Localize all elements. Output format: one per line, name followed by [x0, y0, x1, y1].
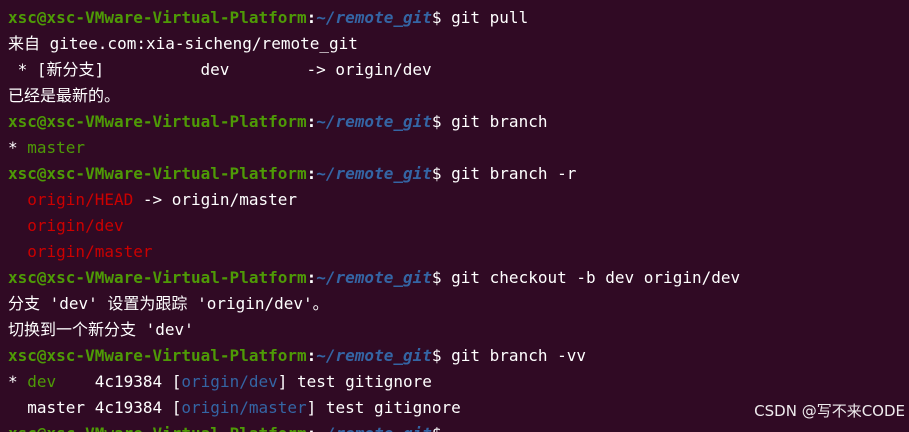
output-text: 来自 gitee.com:xia-sicheng/remote_git: [8, 34, 358, 53]
prompt-path: ~/remote_git: [316, 112, 432, 131]
prompt-colon: :: [306, 164, 317, 183]
output-text: ] test gitignore: [277, 372, 432, 391]
prompt-path: ~/remote_git: [316, 346, 432, 365]
output-text: origin/dev: [181, 372, 278, 391]
terminal-output: xsc@xsc-VMware-Virtual-Platform:~/remote…: [8, 5, 909, 432]
output-text: 分支 'dev' 设置为跟踪 'origin/dev'。: [8, 294, 329, 313]
output-text: *: [8, 138, 28, 157]
prompt-colon: :: [307, 424, 317, 432]
prompt-path: ~/remote_git: [316, 8, 432, 27]
output-text: master 4c19384 [: [8, 398, 182, 417]
output-text: origin/master: [181, 398, 307, 417]
output-text: [8, 190, 27, 209]
prompt-user: xsc@xsc-VMware-Virtual-Platform: [8, 268, 307, 287]
command-text: git pull: [441, 8, 529, 27]
prompt-colon: :: [306, 346, 317, 365]
output-line: * master: [8, 135, 909, 161]
command-text: git branch: [441, 112, 548, 131]
output-text: * [新分支] dev -> origin/dev: [8, 60, 432, 79]
output-line: 分支 'dev' 设置为跟踪 'origin/dev'。: [8, 291, 909, 317]
command-text: git checkout -b dev origin/dev: [441, 268, 741, 287]
output-text: -> origin/master: [133, 190, 297, 209]
prompt-colon: :: [306, 8, 317, 27]
output-text: origin/master: [27, 242, 153, 261]
output-text: origin/dev: [27, 216, 124, 235]
output-text: 4c19384 [: [56, 372, 182, 391]
prompt-dollar: $: [431, 112, 442, 131]
output-line: 切换到一个新分支 'dev': [8, 317, 909, 343]
prompt-colon: :: [306, 268, 317, 287]
prompt-dollar: $: [431, 164, 442, 183]
prompt-path: ~/remote_git: [316, 424, 432, 432]
prompt-dollar: $: [431, 346, 442, 365]
prompt-user: xsc@xsc-VMware-Virtual-Platform: [8, 424, 307, 432]
output-line: origin/master: [8, 239, 909, 265]
prompt-line: xsc@xsc-VMware-Virtual-Platform:~/remote…: [8, 421, 909, 432]
output-line: * dev 4c19384 [origin/dev] test gitignor…: [8, 369, 909, 395]
output-text: ] test gitignore: [306, 398, 461, 417]
output-text: master: [27, 138, 86, 157]
output-text: [8, 242, 27, 261]
output-line: origin/dev: [8, 213, 909, 239]
output-line: 已经是最新的。: [8, 83, 909, 109]
prompt-user: xsc@xsc-VMware-Virtual-Platform: [8, 112, 307, 131]
prompt-path: ~/remote_git: [316, 164, 432, 183]
prompt-line: xsc@xsc-VMware-Virtual-Platform:~/remote…: [8, 161, 909, 187]
prompt-user: xsc@xsc-VMware-Virtual-Platform: [8, 346, 307, 365]
prompt-user: xsc@xsc-VMware-Virtual-Platform: [8, 8, 307, 27]
output-line: master 4c19384 [origin/master] test giti…: [8, 395, 909, 421]
prompt-dollar: $: [431, 8, 442, 27]
output-text: 切换到一个新分支 'dev': [8, 320, 194, 339]
prompt-line: xsc@xsc-VMware-Virtual-Platform:~/remote…: [8, 109, 909, 135]
prompt-user: xsc@xsc-VMware-Virtual-Platform: [8, 164, 307, 183]
prompt-line: xsc@xsc-VMware-Virtual-Platform:~/remote…: [8, 343, 909, 369]
output-line: 来自 gitee.com:xia-sicheng/remote_git: [8, 31, 909, 57]
output-text: dev: [27, 372, 57, 391]
output-line: origin/HEAD -> origin/master: [8, 187, 909, 213]
command-text: git branch -vv: [441, 346, 586, 365]
prompt-line: xsc@xsc-VMware-Virtual-Platform:~/remote…: [8, 265, 909, 291]
prompt-colon: :: [306, 112, 317, 131]
output-line: * [新分支] dev -> origin/dev: [8, 57, 909, 83]
prompt-dollar: $: [432, 424, 442, 432]
prompt-path: ~/remote_git: [316, 268, 432, 287]
prompt-line: xsc@xsc-VMware-Virtual-Platform:~/remote…: [8, 5, 909, 31]
output-text: [8, 216, 27, 235]
csdn-watermark: CSDN @写不来CODE: [754, 402, 905, 420]
output-text: *: [8, 372, 28, 391]
output-text: origin/HEAD: [27, 190, 134, 209]
command-text: git branch -r: [441, 164, 577, 183]
prompt-dollar: $: [431, 268, 442, 287]
output-text: 已经是最新的。: [8, 86, 121, 105]
